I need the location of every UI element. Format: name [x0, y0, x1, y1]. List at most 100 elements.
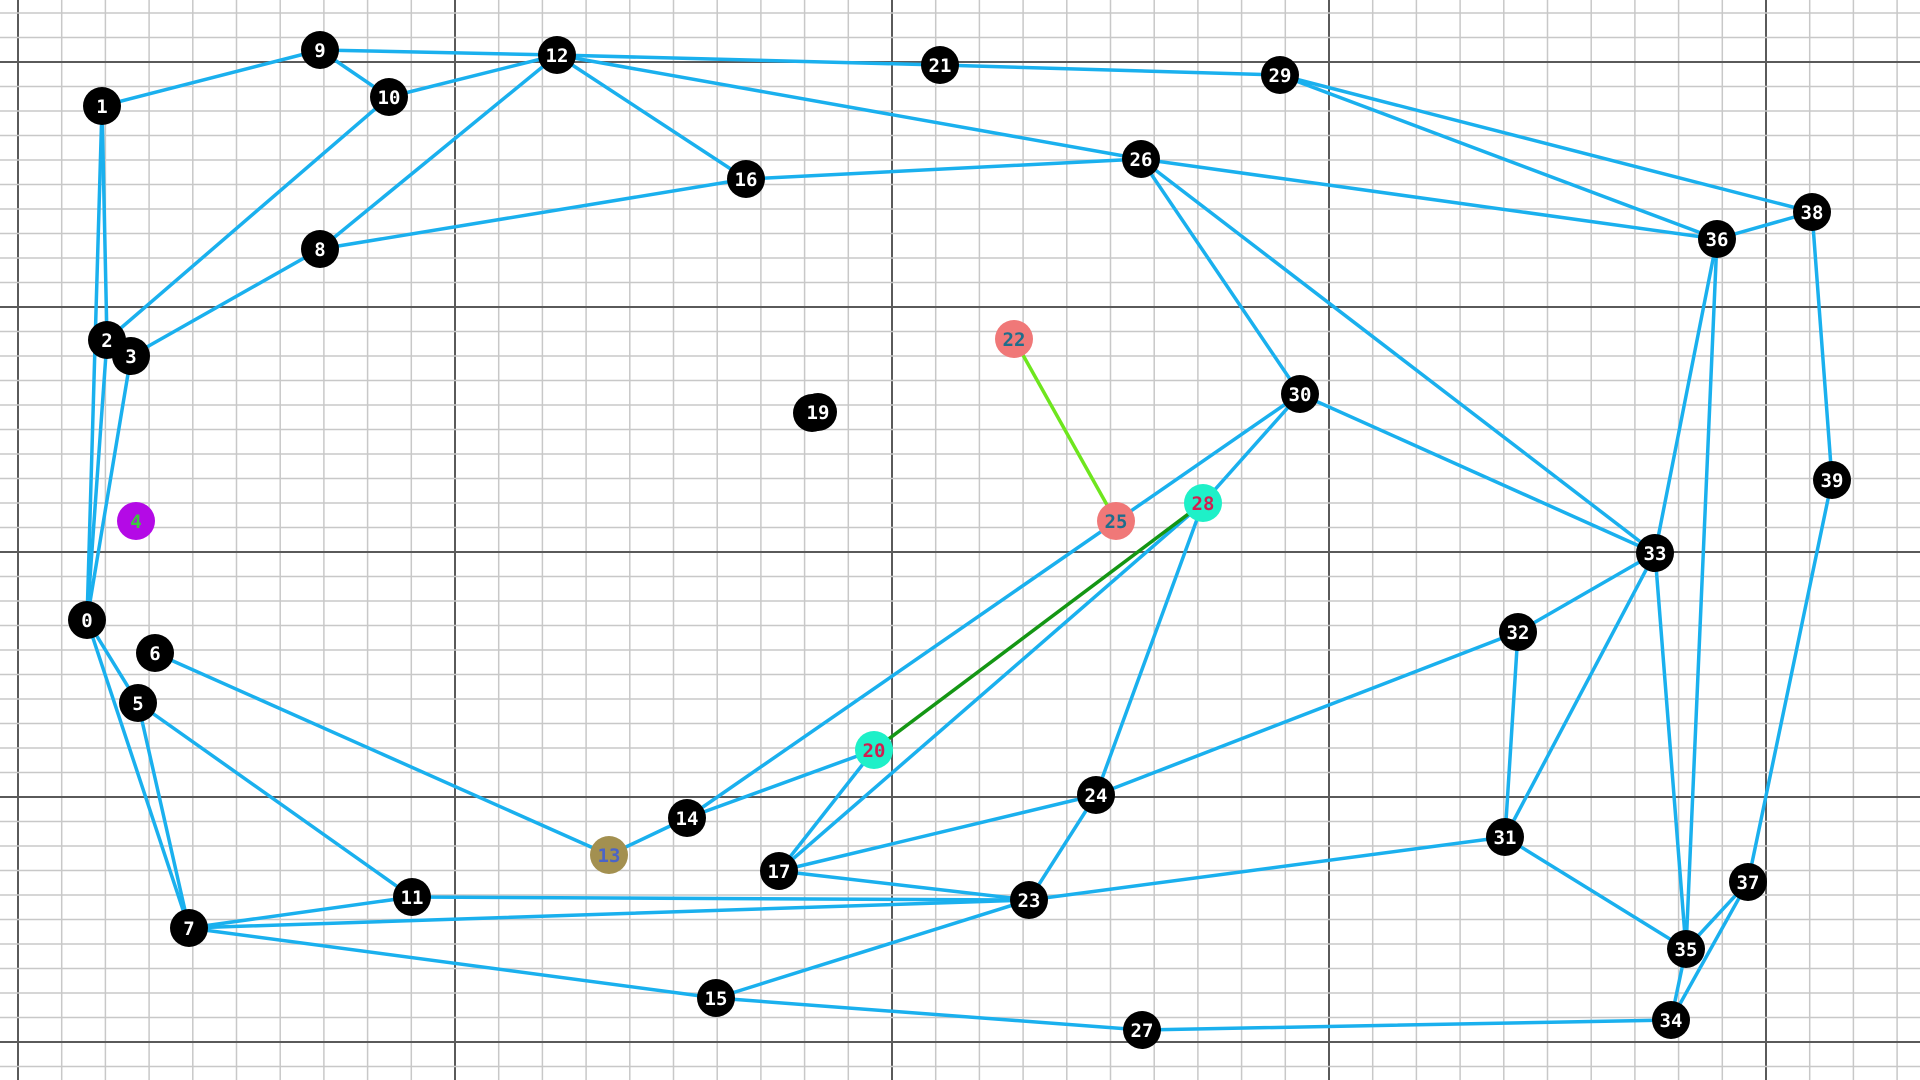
- node-27[interactable]: 27: [1123, 1011, 1161, 1049]
- edge-28-17: [777, 501, 1205, 873]
- node-17[interactable]: 17: [760, 852, 798, 890]
- node-circle: [1184, 484, 1222, 522]
- node-circle: [697, 979, 735, 1017]
- edge-5-7: [136, 701, 191, 930]
- node-label: 7: [183, 918, 194, 940]
- edge-24-23: [1027, 793, 1098, 902]
- edge-32-24: [1094, 630, 1520, 797]
- node-6[interactable]: 6: [136, 634, 174, 672]
- edge-15-23: [714, 898, 1031, 1000]
- edge-8-16: [318, 177, 748, 251]
- node-37[interactable]: 37: [1729, 863, 1767, 901]
- edge-33-31: [1503, 551, 1657, 839]
- node-39[interactable]: 39: [1813, 461, 1851, 499]
- node-1[interactable]: 1: [83, 87, 121, 125]
- node-35[interactable]: 35: [1667, 930, 1705, 968]
- edge-28-24: [1094, 501, 1205, 797]
- edge-37-34: [1669, 880, 1750, 1022]
- node-label: 0: [81, 610, 92, 632]
- node-7[interactable]: 7: [170, 909, 208, 947]
- node-38[interactable]: 38: [1793, 193, 1831, 231]
- node-22[interactable]: 22: [995, 320, 1033, 358]
- node-label: 10: [378, 87, 401, 109]
- node-label: 32: [1507, 622, 1530, 644]
- node-16[interactable]: 16: [727, 160, 765, 198]
- node-circle: [538, 36, 576, 74]
- edge-36-33: [1653, 237, 1719, 555]
- edge-10-2: [105, 95, 391, 342]
- edge-0-7: [85, 618, 191, 930]
- node-21[interactable]: 21: [921, 46, 959, 84]
- edge-17-20: [777, 748, 876, 873]
- node-24[interactable]: 24: [1077, 776, 1115, 814]
- node-circle: [1486, 818, 1524, 856]
- node-5[interactable]: 5: [119, 684, 157, 722]
- edge-10-12: [387, 53, 559, 99]
- node-circle: [68, 601, 106, 639]
- edge-12-21: [555, 53, 942, 67]
- node-9[interactable]: 9: [301, 31, 339, 69]
- node-circle: [301, 230, 339, 268]
- node-circle: [1729, 863, 1767, 901]
- node-12[interactable]: 12: [538, 36, 576, 74]
- edge-31-35: [1503, 835, 1688, 951]
- node-4[interactable]: 4: [117, 502, 155, 540]
- node-circle: [995, 320, 1033, 358]
- node-30[interactable]: 30: [1281, 375, 1319, 413]
- edge-23-7: [187, 898, 1031, 930]
- edge-34-27: [1140, 1018, 1673, 1032]
- node-33[interactable]: 33: [1636, 534, 1674, 572]
- node-13[interactable]: 13: [590, 836, 628, 874]
- edge-33-35: [1653, 551, 1688, 951]
- node-label: 13: [598, 845, 621, 867]
- node-29[interactable]: 29: [1261, 56, 1299, 94]
- node-26[interactable]: 26: [1122, 140, 1160, 178]
- node-label: 20: [863, 740, 886, 762]
- node-label: 5: [132, 693, 143, 715]
- node-20[interactable]: 20: [855, 731, 893, 769]
- edge-24-17: [777, 793, 1098, 873]
- edge-16-26: [744, 157, 1143, 181]
- node-3[interactable]: 3: [112, 337, 150, 375]
- node-label: 11: [401, 887, 424, 909]
- node-36[interactable]: 36: [1698, 220, 1736, 258]
- edge-12-16: [555, 53, 748, 181]
- node-11[interactable]: 11: [393, 878, 431, 916]
- edge-1-9: [100, 48, 322, 108]
- edge-32-31: [1503, 630, 1520, 839]
- node-10[interactable]: 10: [370, 78, 408, 116]
- node-circle: [119, 684, 157, 722]
- node-23[interactable]: 23: [1010, 881, 1048, 919]
- node-0[interactable]: 0: [68, 601, 106, 639]
- edge-17-23: [777, 869, 1031, 902]
- node-label: 26: [1130, 149, 1153, 171]
- node-circle: [1097, 502, 1135, 540]
- node-circle: [301, 31, 339, 69]
- node-label: 8: [314, 239, 325, 261]
- node-label: 28: [1192, 493, 1215, 515]
- node-14[interactable]: 14: [668, 799, 706, 837]
- node-circle: [117, 502, 155, 540]
- node-19[interactable]: 19: [799, 393, 837, 431]
- node-31[interactable]: 31: [1486, 818, 1524, 856]
- node-circle: [112, 337, 150, 375]
- node-label: 14: [676, 808, 699, 830]
- node-34[interactable]: 34: [1652, 1001, 1690, 1039]
- highlight-edge-22-25: [1012, 337, 1118, 523]
- node-15[interactable]: 15: [697, 979, 735, 1017]
- edge-26-30: [1139, 157, 1302, 396]
- edges: [85, 48, 1834, 1032]
- node-label: 39: [1821, 470, 1844, 492]
- edge-11-7: [187, 895, 414, 930]
- edge-29-38: [1278, 73, 1814, 214]
- node-label: 21: [929, 55, 952, 77]
- node-circle: [727, 160, 765, 198]
- node-28[interactable]: 28: [1184, 484, 1222, 522]
- node-32[interactable]: 32: [1499, 613, 1537, 651]
- node-8[interactable]: 8: [301, 230, 339, 268]
- node-circle: [393, 878, 431, 916]
- node-25[interactable]: 25: [1097, 502, 1135, 540]
- node-label: 4: [130, 511, 141, 533]
